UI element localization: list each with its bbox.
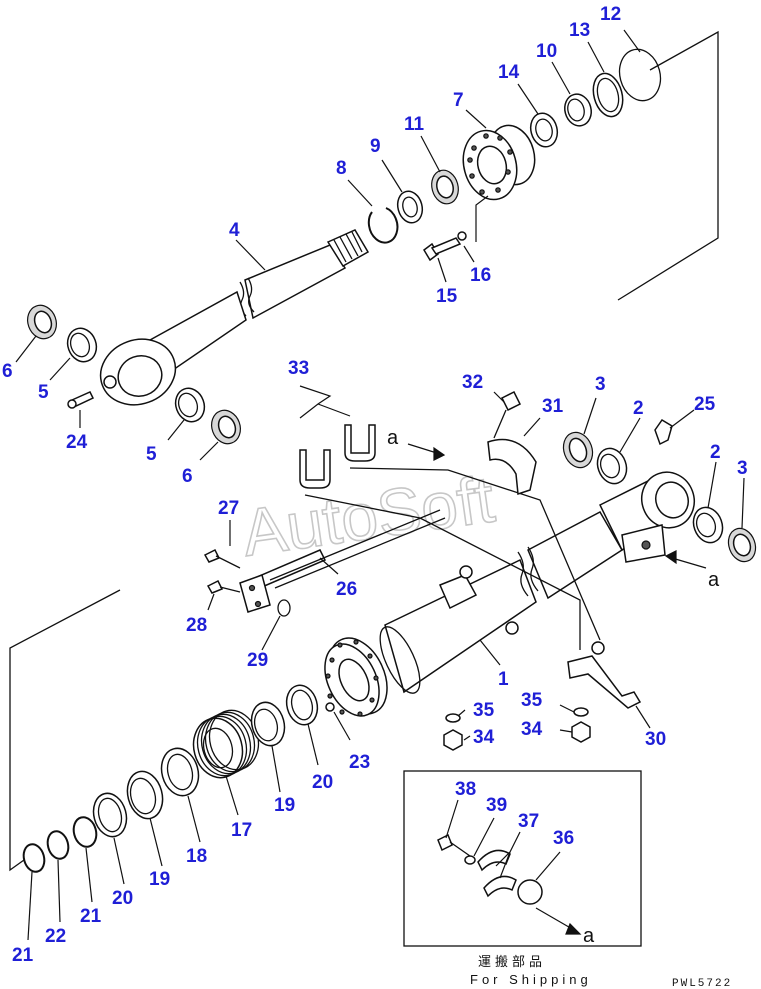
callout-24: 24 xyxy=(66,432,88,453)
bolt-part-15 xyxy=(423,237,462,262)
shipping-caption-jp: 運搬部品 xyxy=(478,954,546,969)
callout-21-b: 21 xyxy=(80,906,102,927)
ref-letter-a-1: a xyxy=(387,427,399,449)
callout-30: 30 xyxy=(645,729,666,750)
callout-2-b: 2 xyxy=(710,442,721,463)
watermark: AutoSoft xyxy=(238,461,499,570)
shipping-caption-en: For Shipping xyxy=(470,972,592,987)
callout-7: 7 xyxy=(453,90,464,111)
callout-5-a: 5 xyxy=(38,382,49,403)
callout-33: 33 xyxy=(288,358,309,379)
callout-11: 11 xyxy=(404,114,425,135)
callout-34-a: 34 xyxy=(473,727,495,748)
part-callouts: 12 13 10 14 7 11 9 8 4 16 15 6 5 24 5 6 … xyxy=(2,4,748,966)
piston-seals xyxy=(22,684,335,873)
ref-letter-a-2: a xyxy=(708,569,720,591)
rod-end-parts xyxy=(27,304,241,445)
cylinder-head-part-7 xyxy=(462,124,536,201)
callout-3-a: 3 xyxy=(595,374,606,395)
callout-31: 31 xyxy=(542,396,564,417)
callout-25: 25 xyxy=(694,394,716,415)
callout-6-a: 6 xyxy=(2,361,13,382)
callout-34-b: 34 xyxy=(521,719,543,740)
callout-27: 27 xyxy=(218,498,239,519)
nuts-and-washers xyxy=(443,707,591,751)
callout-20-a: 20 xyxy=(312,772,333,793)
callout-2-a: 2 xyxy=(633,398,644,419)
callout-4: 4 xyxy=(229,220,240,241)
callout-35-a: 35 xyxy=(473,700,495,721)
figure-code: PWL5722 xyxy=(672,978,732,989)
callout-18: 18 xyxy=(186,846,207,867)
callout-6-b: 6 xyxy=(182,466,193,487)
callout-21-a: 21 xyxy=(12,945,34,966)
bottom-bushings xyxy=(562,431,757,563)
reference-arrows xyxy=(407,443,707,935)
callout-16: 16 xyxy=(470,265,491,286)
callout-19-a: 19 xyxy=(274,795,295,816)
ref-letter-a-3: a xyxy=(583,925,595,947)
callout-9: 9 xyxy=(370,136,381,157)
upper-group-outline xyxy=(617,30,719,301)
callout-3-b: 3 xyxy=(737,458,748,479)
piston-rod-part-4 xyxy=(99,229,370,406)
callout-29: 29 xyxy=(247,650,268,671)
callout-1: 1 xyxy=(498,669,509,690)
callout-36: 36 xyxy=(553,828,574,849)
callout-5-b: 5 xyxy=(146,444,157,465)
leader-lines xyxy=(15,29,745,941)
callout-12: 12 xyxy=(600,4,621,25)
lower-group-outline xyxy=(9,589,121,872)
callout-38: 38 xyxy=(455,779,476,800)
callout-28: 28 xyxy=(186,615,207,636)
callout-15: 15 xyxy=(436,286,458,307)
callout-22: 22 xyxy=(45,926,66,947)
callout-10: 10 xyxy=(536,41,557,62)
piping-assembly xyxy=(203,390,673,709)
callout-35-b: 35 xyxy=(521,690,543,711)
callout-39: 39 xyxy=(486,795,507,816)
cylinder-tube-part-1 xyxy=(324,471,695,717)
callout-19-b: 19 xyxy=(149,869,170,890)
callout-8: 8 xyxy=(336,158,347,179)
callout-37: 37 xyxy=(518,811,539,832)
rings-upper xyxy=(367,48,662,262)
callout-14: 14 xyxy=(498,62,520,83)
callout-17: 17 xyxy=(231,820,252,841)
callout-23: 23 xyxy=(349,752,370,773)
callout-26: 26 xyxy=(336,579,357,600)
callout-13: 13 xyxy=(569,20,590,41)
callout-32: 32 xyxy=(462,372,483,393)
shipping-parts-box xyxy=(403,770,642,947)
callout-20-b: 20 xyxy=(112,888,133,909)
